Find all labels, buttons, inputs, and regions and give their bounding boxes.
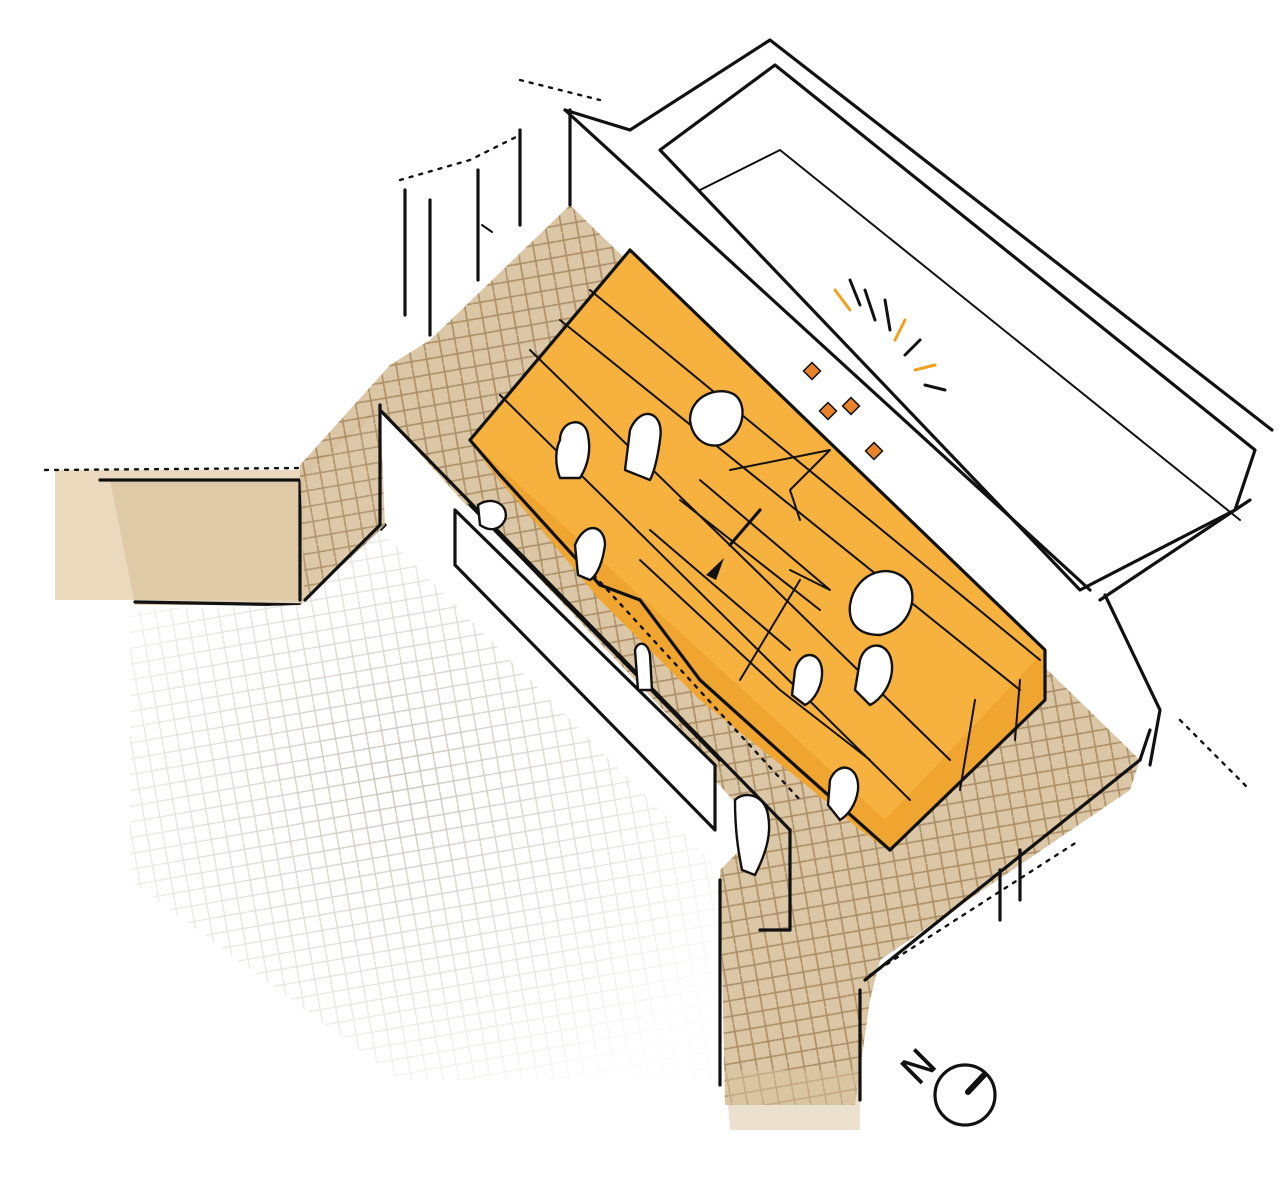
- light-rays-icon: [833, 278, 947, 392]
- person-figure-icon: [633, 642, 654, 692]
- person-figure-icon: [476, 499, 508, 531]
- person-figure-icon: [573, 526, 607, 582]
- low-bench: [453, 503, 802, 832]
- plaza-walls: [303, 403, 1152, 1102]
- person-figure-icon: [555, 421, 591, 480]
- side-wall: [398, 128, 522, 337]
- person-figure-icon: [623, 412, 662, 482]
- person-figure-icon: [733, 793, 771, 877]
- plaza-floor: [130, 530, 720, 1080]
- back-wall: [518, 38, 1275, 792]
- person-figure-icon: [688, 390, 744, 447]
- wall-lights: [802, 361, 884, 461]
- direction-arrow-icon: [728, 508, 762, 547]
- person-figure-icon: [848, 569, 914, 637]
- person-figure-icon: [790, 653, 824, 707]
- seating-steps: [468, 248, 1047, 852]
- person-figure-icon: [826, 766, 860, 822]
- north-arrow-icon: N: [892, 1040, 997, 1127]
- people: [476, 390, 914, 877]
- person-figure-icon: [853, 644, 894, 707]
